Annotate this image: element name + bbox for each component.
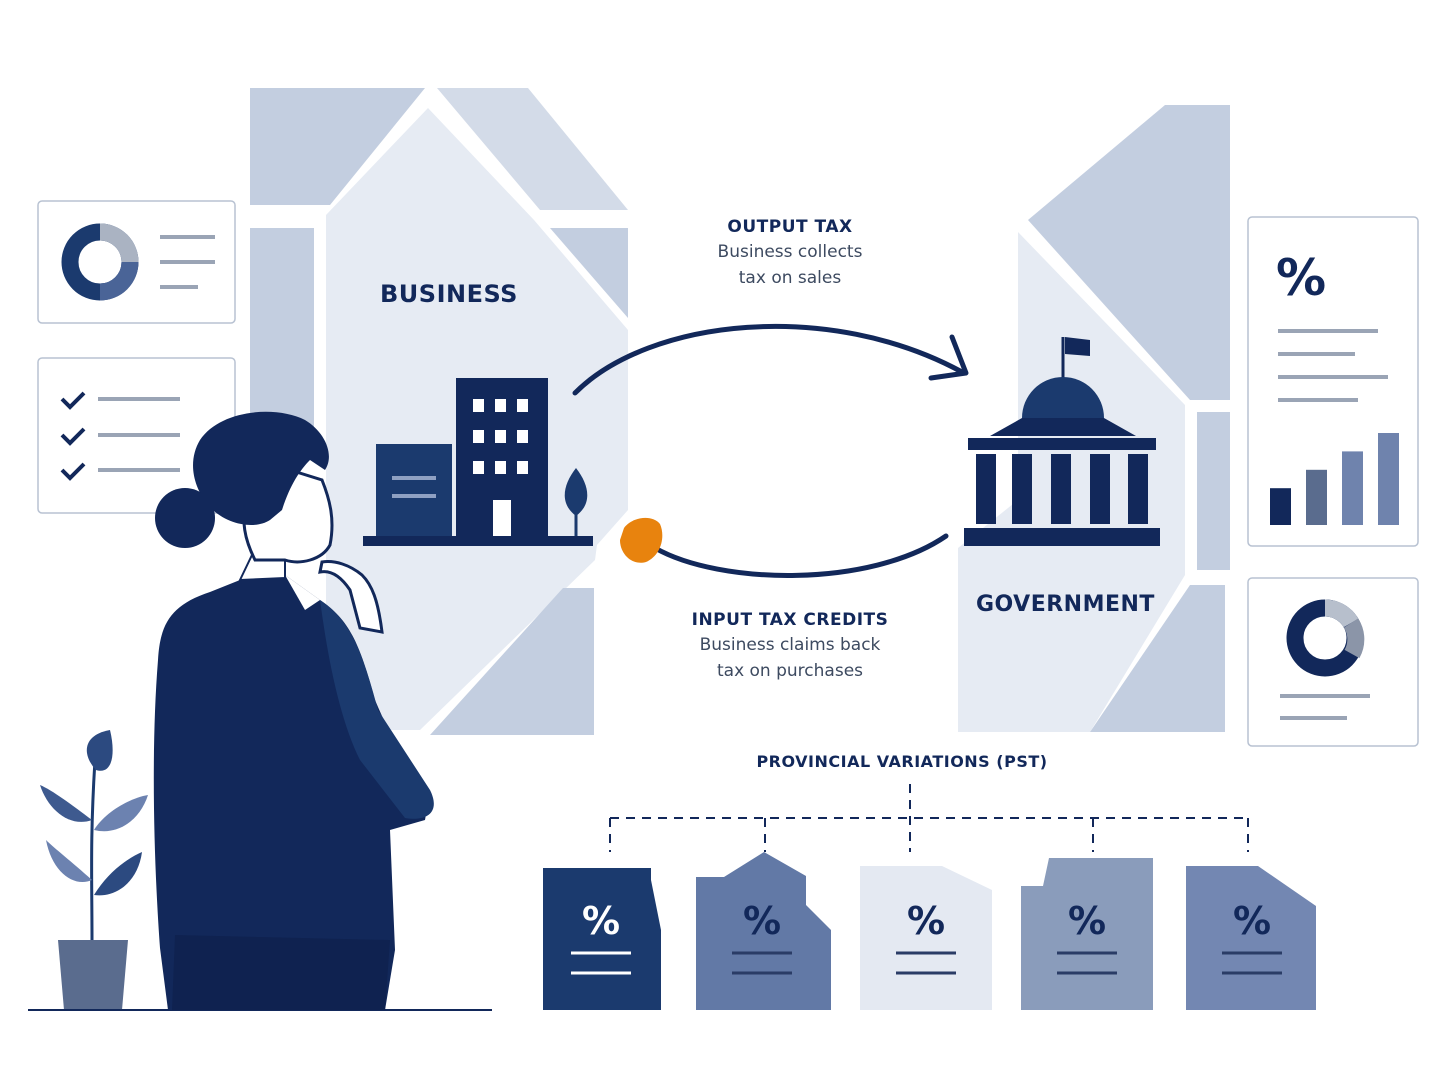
- report-bar: [1342, 451, 1363, 525]
- percent-icon: %: [907, 899, 945, 943]
- check-icon: [60, 462, 86, 481]
- business-label: BUSINESS: [380, 280, 518, 308]
- percent-icon: %: [1233, 899, 1271, 943]
- output-tax-arrow: [572, 323, 969, 396]
- output-tax-title: OUTPUT TAX: [727, 217, 853, 237]
- pie-chart-card: [1247, 577, 1419, 747]
- government-background-panels: [958, 105, 1230, 732]
- input-tax-line-1: Business claims back: [699, 635, 881, 655]
- percent-icon: %: [1068, 899, 1106, 943]
- output-tax-line-2: tax on sales: [738, 268, 842, 288]
- plant-icon: [40, 730, 148, 1010]
- provincial-card: [696, 852, 831, 1010]
- output-tax-caption: OUTPUT TAX Business collects tax on sale…: [690, 215, 890, 291]
- donut-chart-card: [37, 200, 236, 324]
- businesswoman-figure: [153, 411, 434, 1010]
- input-tax-title: INPUT TAX CREDITS: [691, 610, 889, 630]
- output-tax-line-1: Business collects: [717, 242, 863, 262]
- provincial-cards: %%%%%: [543, 852, 1316, 1010]
- percent-icon: %: [582, 899, 620, 943]
- provincial-card: [860, 866, 992, 1010]
- input-tax-caption: INPUT TAX CREDITS Business claims back t…: [660, 608, 920, 684]
- input-tax-arrow: [620, 517, 949, 578]
- hair-bun-icon: [155, 488, 215, 548]
- report-bar: [1378, 433, 1399, 525]
- report-percent-icon: %: [1276, 249, 1327, 307]
- report-bar-chart: [1270, 433, 1399, 525]
- tree-icon: [564, 468, 588, 516]
- government-label: GOVERNMENT: [976, 592, 1155, 617]
- provincial-card: [1021, 858, 1153, 1010]
- provincial-connectors: [609, 784, 1249, 852]
- input-tax-line-2: tax on purchases: [716, 661, 864, 681]
- report-card: [1247, 216, 1419, 547]
- government-building-icon: [964, 337, 1160, 546]
- business-building-icon: [363, 378, 593, 546]
- orange-arrowhead-icon: [620, 517, 663, 563]
- check-icon: [60, 391, 86, 410]
- percent-icon: %: [743, 899, 781, 943]
- report-bar: [1306, 469, 1327, 525]
- check-icon: [60, 427, 86, 446]
- provincial-title: PROVINCIAL VARIATIONS (PST): [756, 752, 1048, 771]
- checklist-card: [37, 357, 236, 514]
- provincial-card: [1186, 866, 1316, 1010]
- report-bar: [1270, 488, 1291, 525]
